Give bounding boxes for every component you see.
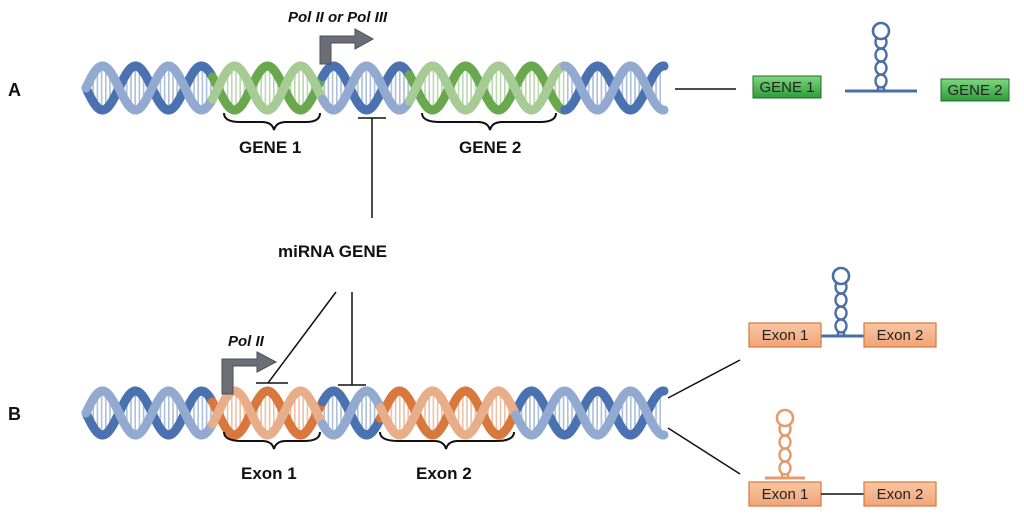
promoter-arrow-a [319,28,375,65]
connector-b-top [667,359,741,399]
hairpin-loop [834,305,848,321]
mirna-gene-label: miRNA GENE [278,242,387,261]
hairpin-loop [778,434,792,450]
exon1-top-label: Exon 1 [762,327,809,344]
gene1-product-label: GENE 1 [759,79,814,96]
promoter-arrow-b [221,351,278,395]
hairpin-terminal-loop [831,266,851,286]
exon2-top-label: Exon 2 [877,327,924,344]
mirna-hairpin-a [845,21,917,93]
mirna-hairpin-b-exon [765,408,805,480]
exon2-label: Exon 2 [416,464,472,483]
exon1-label: Exon 1 [241,464,297,483]
hairpin-loop [834,292,848,308]
gene2-brace [421,112,557,131]
gene1-label: GENE 1 [239,138,301,157]
hairpin-loop [874,60,888,76]
exon2-bottom-box [863,481,937,507]
exon1-top-box [748,322,822,348]
exon1-bottom-label: Exon 1 [762,486,809,503]
inhibition-line-b1 [267,291,337,384]
panel-b-label: B [8,404,21,424]
gene2-product-label: GENE 2 [947,82,1002,99]
connector-b-bottom [667,427,741,475]
dna-helix-b [81,386,669,440]
gene1-product-box [752,75,822,99]
exon2-bottom-label: Exon 2 [877,486,924,503]
gene1-brace [223,112,321,131]
gene2-product-box [940,78,1010,102]
gene2-label: GENE 2 [459,138,521,157]
hairpin-terminal-loop [775,408,795,428]
hairpin-loop [778,460,792,476]
hairpin-terminal-loop [871,21,891,41]
exon2-top-box [863,322,937,348]
exon1-brace [223,431,321,450]
exon2-brace [379,431,515,450]
hairpin-loop [834,318,848,334]
promoter-label-a: Pol II or Pol III [288,9,388,26]
dna-helix-a [81,61,669,115]
mirna-hairpin-b-intron [821,266,864,338]
panel-a-label: A [8,80,21,100]
promoter-label-b: Pol II [228,333,265,350]
hairpin-loop [778,447,792,463]
hairpin-loop [874,47,888,63]
hairpin-loop [874,73,888,89]
exon1-bottom-box [748,481,822,507]
